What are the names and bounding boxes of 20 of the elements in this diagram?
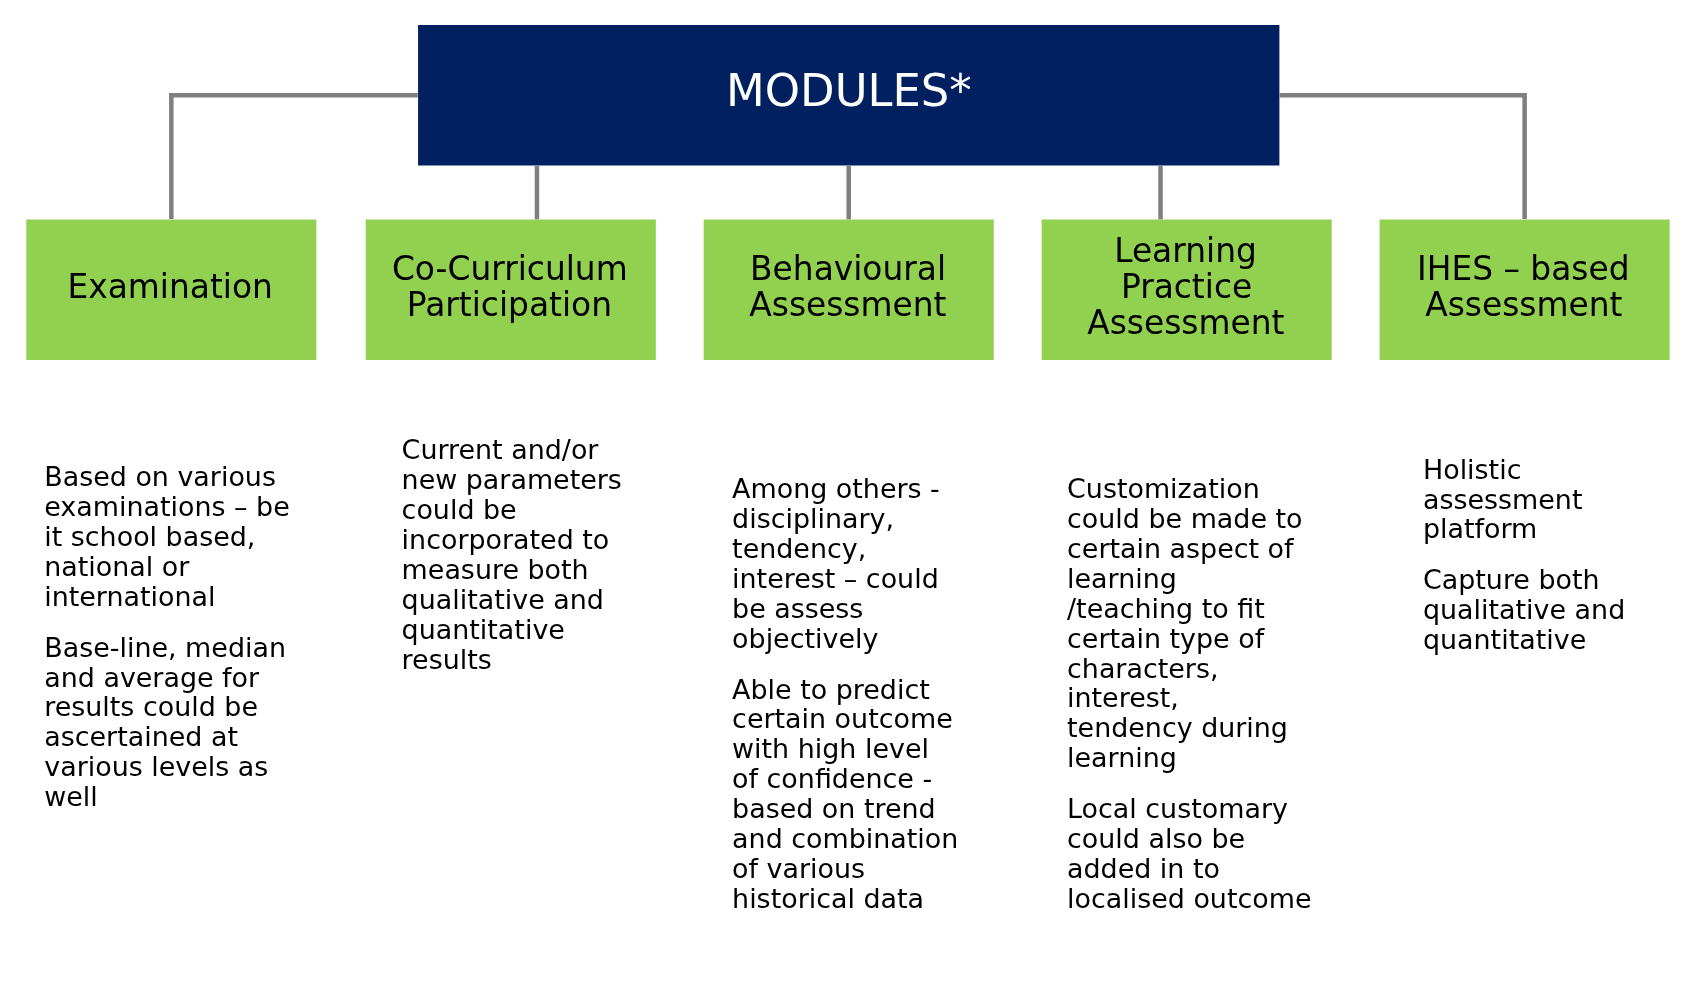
- connector: [169, 93, 418, 219]
- node-label: Capture both qualitative and quantitative: [1422, 564, 1626, 656]
- connector: [846, 166, 851, 220]
- node-box: Behavioural Assessment: [703, 219, 994, 360]
- node-box: Learning Practice Assessment: [1041, 219, 1332, 360]
- node-label: Holistic assessment platform: [1422, 453, 1583, 545]
- node-label: Customization could be made to certain aspect of learning /teaching to fit certain type of characters, interest, tendency during learning: [1067, 473, 1303, 774]
- node-label: Among others - disciplinary, tendency, interest – could be assess objectively: [732, 473, 940, 654]
- node-box: MODULES*: [418, 25, 1280, 166]
- connector: [534, 166, 540, 220]
- node-label: Local customary could also be added in to localised outcome: [1067, 793, 1312, 914]
- node-label: Current and/or new parameters could be incorporated to measure both qualitative and quantitative results: [401, 434, 622, 675]
- connector: [1279, 93, 1527, 219]
- node-box: Co-Curriculum Participation: [365, 219, 656, 360]
- node-label: Base-line, median and average for results could be ascertained at various levels as well: [44, 631, 286, 813]
- node-label: Based on various examinations – be it school based, national or international: [44, 461, 290, 612]
- node-label: Able to predict certain outcome with high level of confidence - based on trend and combination of various historical data: [732, 673, 959, 914]
- node-box: Examination: [26, 219, 317, 360]
- connector: [1158, 166, 1163, 220]
- node-box: IHES – based Assessment: [1379, 219, 1670, 360]
